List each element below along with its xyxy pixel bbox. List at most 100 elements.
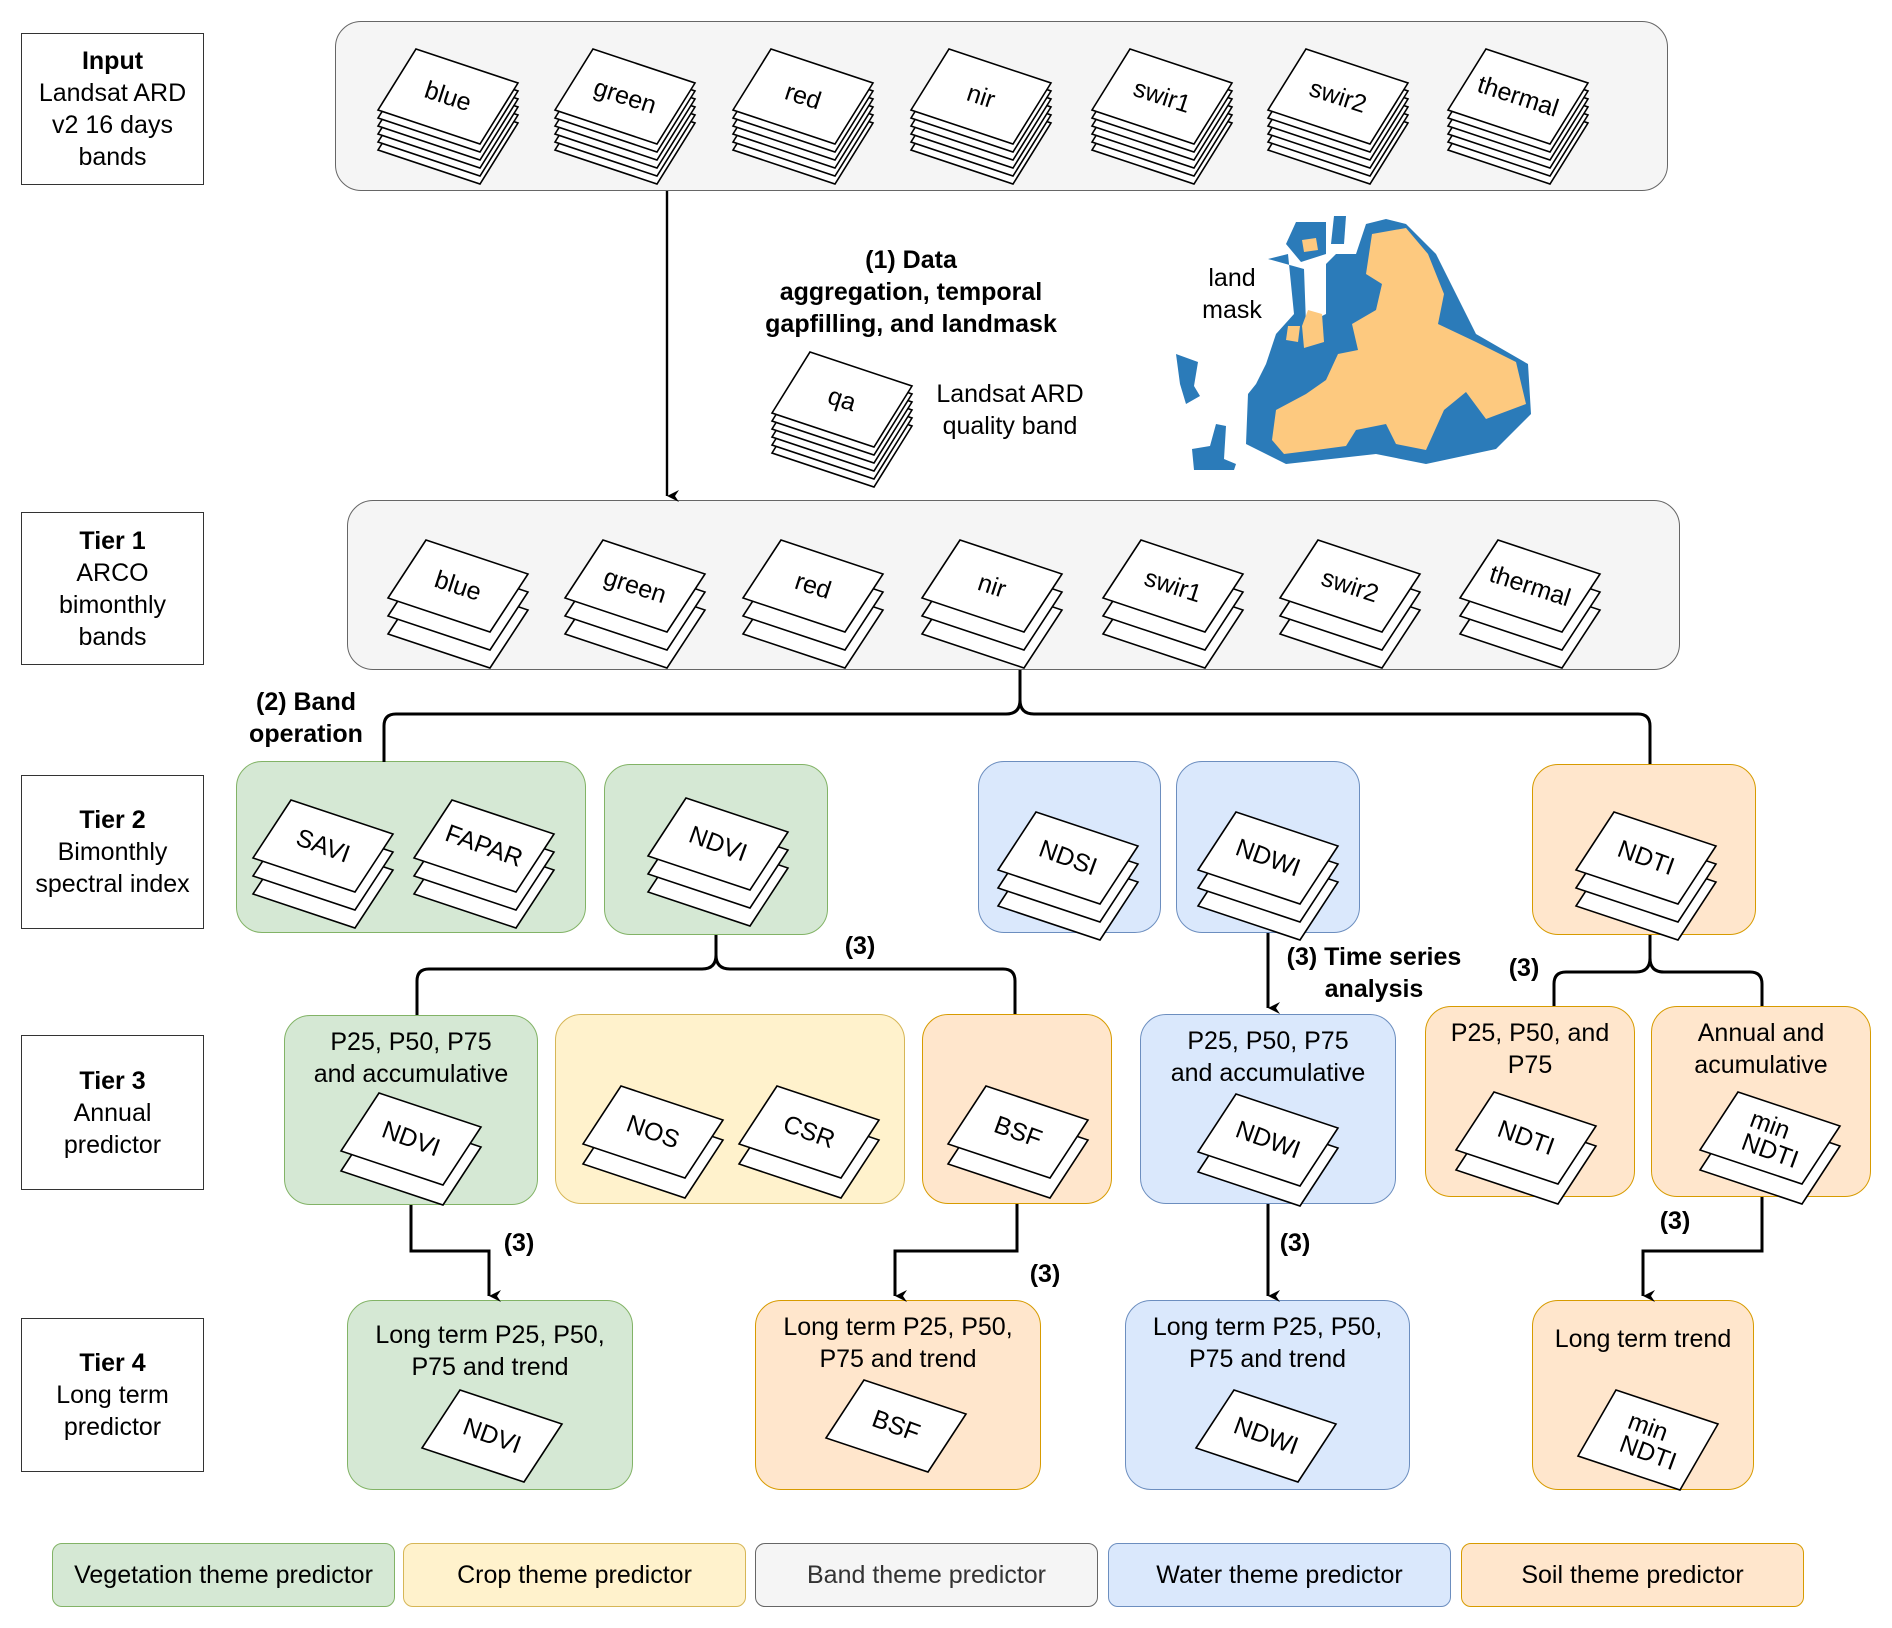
tier-desc-line: predictor	[63, 1130, 162, 1159]
title-line: P25, P50, P75	[1187, 1027, 1349, 1055]
layer-sheet-top	[646, 797, 790, 891]
layer-sheet-top	[386, 539, 530, 633]
layer-sheet-top	[741, 539, 885, 633]
tier-label-3: Tier 3 Annual predictor	[21, 1035, 204, 1190]
tier3-ndti-stack: NDTI	[1454, 1091, 1598, 1219]
layer-sheet-top	[1698, 1091, 1842, 1185]
layer-sheet-top	[909, 48, 1053, 145]
tier-desc-line: Annual	[73, 1098, 152, 1127]
legend-item-band: Band theme predictor	[755, 1543, 1098, 1607]
layer-sheet-top	[1196, 1093, 1340, 1187]
tier4-ndwi-layer: NDWI	[1194, 1389, 1338, 1497]
tier-desc-line: bimonthly	[59, 590, 166, 619]
tier1-band-stack-thermal: thermal	[1458, 539, 1602, 683]
input-band-stack-swir2: swir2	[1266, 48, 1410, 199]
tier3-nos-stack: NOS	[581, 1085, 725, 1213]
tier2-ndsi-stack: NDSI	[996, 811, 1140, 955]
title-line: and accumulative	[313, 1060, 509, 1088]
step3-label-ndti: (3)	[1508, 954, 1540, 982]
title-line: P25, P50, P75	[330, 1028, 492, 1056]
input-band-stack-swir1: swir1	[1090, 48, 1234, 199]
title-line: P75	[1507, 1051, 1553, 1079]
tier2-savi-stack: SAVI	[251, 799, 395, 943]
layer-sheet-top	[770, 351, 914, 448]
qa-band-stack: qa	[770, 351, 914, 502]
tier-desc-line: bands	[78, 143, 147, 171]
tier-desc-line: v2 16 days	[52, 111, 173, 139]
step3-label-ndwi-t4: (3)	[1279, 1229, 1311, 1257]
tier-desc-line: ARCO	[76, 558, 149, 587]
tier3-ndvi-title: P25, P50, P75 and accumulative	[285, 1026, 537, 1090]
layer-sheet-top	[1454, 1091, 1598, 1185]
tier-desc-line: bands	[78, 622, 147, 651]
tier1-band-stack-blue: blue	[386, 539, 530, 683]
tier3-ndvi-stack: NDVI	[339, 1092, 483, 1220]
tier-title: Tier 1	[79, 526, 146, 555]
layer-sheet-top	[1458, 539, 1602, 633]
input-band-stack-red: red	[731, 48, 875, 199]
tier-label-2: Tier 2 Bimonthly spectral index	[21, 775, 204, 929]
layer-sheet-top	[581, 1085, 725, 1179]
legend-item-soil: Soil theme predictor	[1461, 1543, 1804, 1607]
tier-desc-line: Long term	[56, 1381, 169, 1409]
brace-band-operation	[382, 670, 1652, 764]
tier4-bsf-layer: BSF	[824, 1379, 968, 1487]
tier2-ndvi-stack: NDVI	[646, 797, 790, 941]
tier-label-input: Input Landsat ARD v2 16 days bands	[21, 33, 204, 185]
tier3-csr-stack: CSR	[737, 1085, 881, 1213]
title-line: Long term P25, P50,	[1152, 1313, 1383, 1341]
input-band-stack-thermal: thermal	[1446, 48, 1590, 199]
ts-line: (3) Time series	[1286, 943, 1462, 971]
qa-caption-line: Landsat ARD	[936, 380, 1084, 408]
tier2-ndti-stack: NDTI	[1574, 811, 1718, 955]
layer-sheet-top	[1574, 811, 1718, 905]
layer-sheet-top	[737, 1085, 881, 1179]
layer-sheet-top	[1194, 1389, 1338, 1483]
step3-label-ndvi: (3)	[844, 932, 876, 960]
tier4-ndti-title: Long term trend	[1533, 1323, 1753, 1355]
title-line: and accumulative	[1170, 1059, 1366, 1087]
title-line: acumulative	[1694, 1051, 1828, 1079]
layer-sheet-top	[1278, 539, 1422, 633]
land-mask-line: mask	[1202, 296, 1262, 324]
step3-time-series-label: (3) Time series analysis	[1274, 941, 1474, 1005]
tier-title: Tier 3	[79, 1066, 146, 1095]
layer-sheet-top	[1446, 48, 1590, 145]
title-line: Long term trend	[1554, 1325, 1732, 1353]
step3-label-ndvi-t4: (3)	[503, 1229, 535, 1257]
layer-sheet-top	[731, 48, 875, 145]
tier-label-1: Tier 1 ARCO bimonthly bands	[21, 512, 204, 665]
qa-caption-line: quality band	[942, 412, 1078, 440]
tier2-fapar-stack: FAPAR	[412, 799, 556, 943]
tier-desc-line: spectral index	[35, 870, 190, 898]
layer-sheet-top	[824, 1379, 968, 1473]
tier3-ndwi-title: P25, P50, P75 and accumulative	[1141, 1025, 1395, 1089]
tier3-ndwi-stack: NDWI	[1196, 1093, 1340, 1221]
layer-sheet-top	[376, 48, 520, 145]
ts-line: analysis	[1324, 975, 1424, 1003]
title-line: P75 and trend	[1188, 1345, 1347, 1373]
layer-sheet-top	[996, 811, 1140, 905]
title-line: P75 and trend	[819, 1345, 977, 1373]
tier3-bsf-stack: BSF	[946, 1085, 1090, 1213]
land-area	[1272, 228, 1526, 454]
tier2-ndwi-stack: NDWI	[1196, 811, 1340, 955]
tier1-band-stack-nir: nir	[920, 539, 1064, 683]
qa-caption: Landsat ARD quality band	[920, 378, 1100, 442]
input-band-stack-nir: nir	[909, 48, 1053, 199]
layer-sheet-top	[1101, 539, 1245, 633]
tier1-band-stack-swir1: swir1	[1101, 539, 1245, 683]
input-band-stack-green: green	[553, 48, 697, 199]
title-line: Annual and	[1697, 1019, 1825, 1047]
tier4-ndwi-title: Long term P25, P50, P75 and trend	[1126, 1311, 1409, 1375]
step2-line: (2) Band	[256, 688, 356, 716]
title-line: P25, P50, and	[1450, 1019, 1610, 1047]
europe-land-mask-map	[1176, 216, 1531, 470]
layer-sheet-top	[946, 1085, 1090, 1179]
layer-sheet-top	[251, 799, 395, 893]
tier3-ndti-title: P25, P50, and P75	[1426, 1017, 1634, 1081]
land-mask-label: land mask	[1182, 262, 1282, 326]
tier-desc-line: predictor	[63, 1413, 162, 1441]
tier3-minndti-title: Annual and acumulative	[1652, 1017, 1870, 1081]
